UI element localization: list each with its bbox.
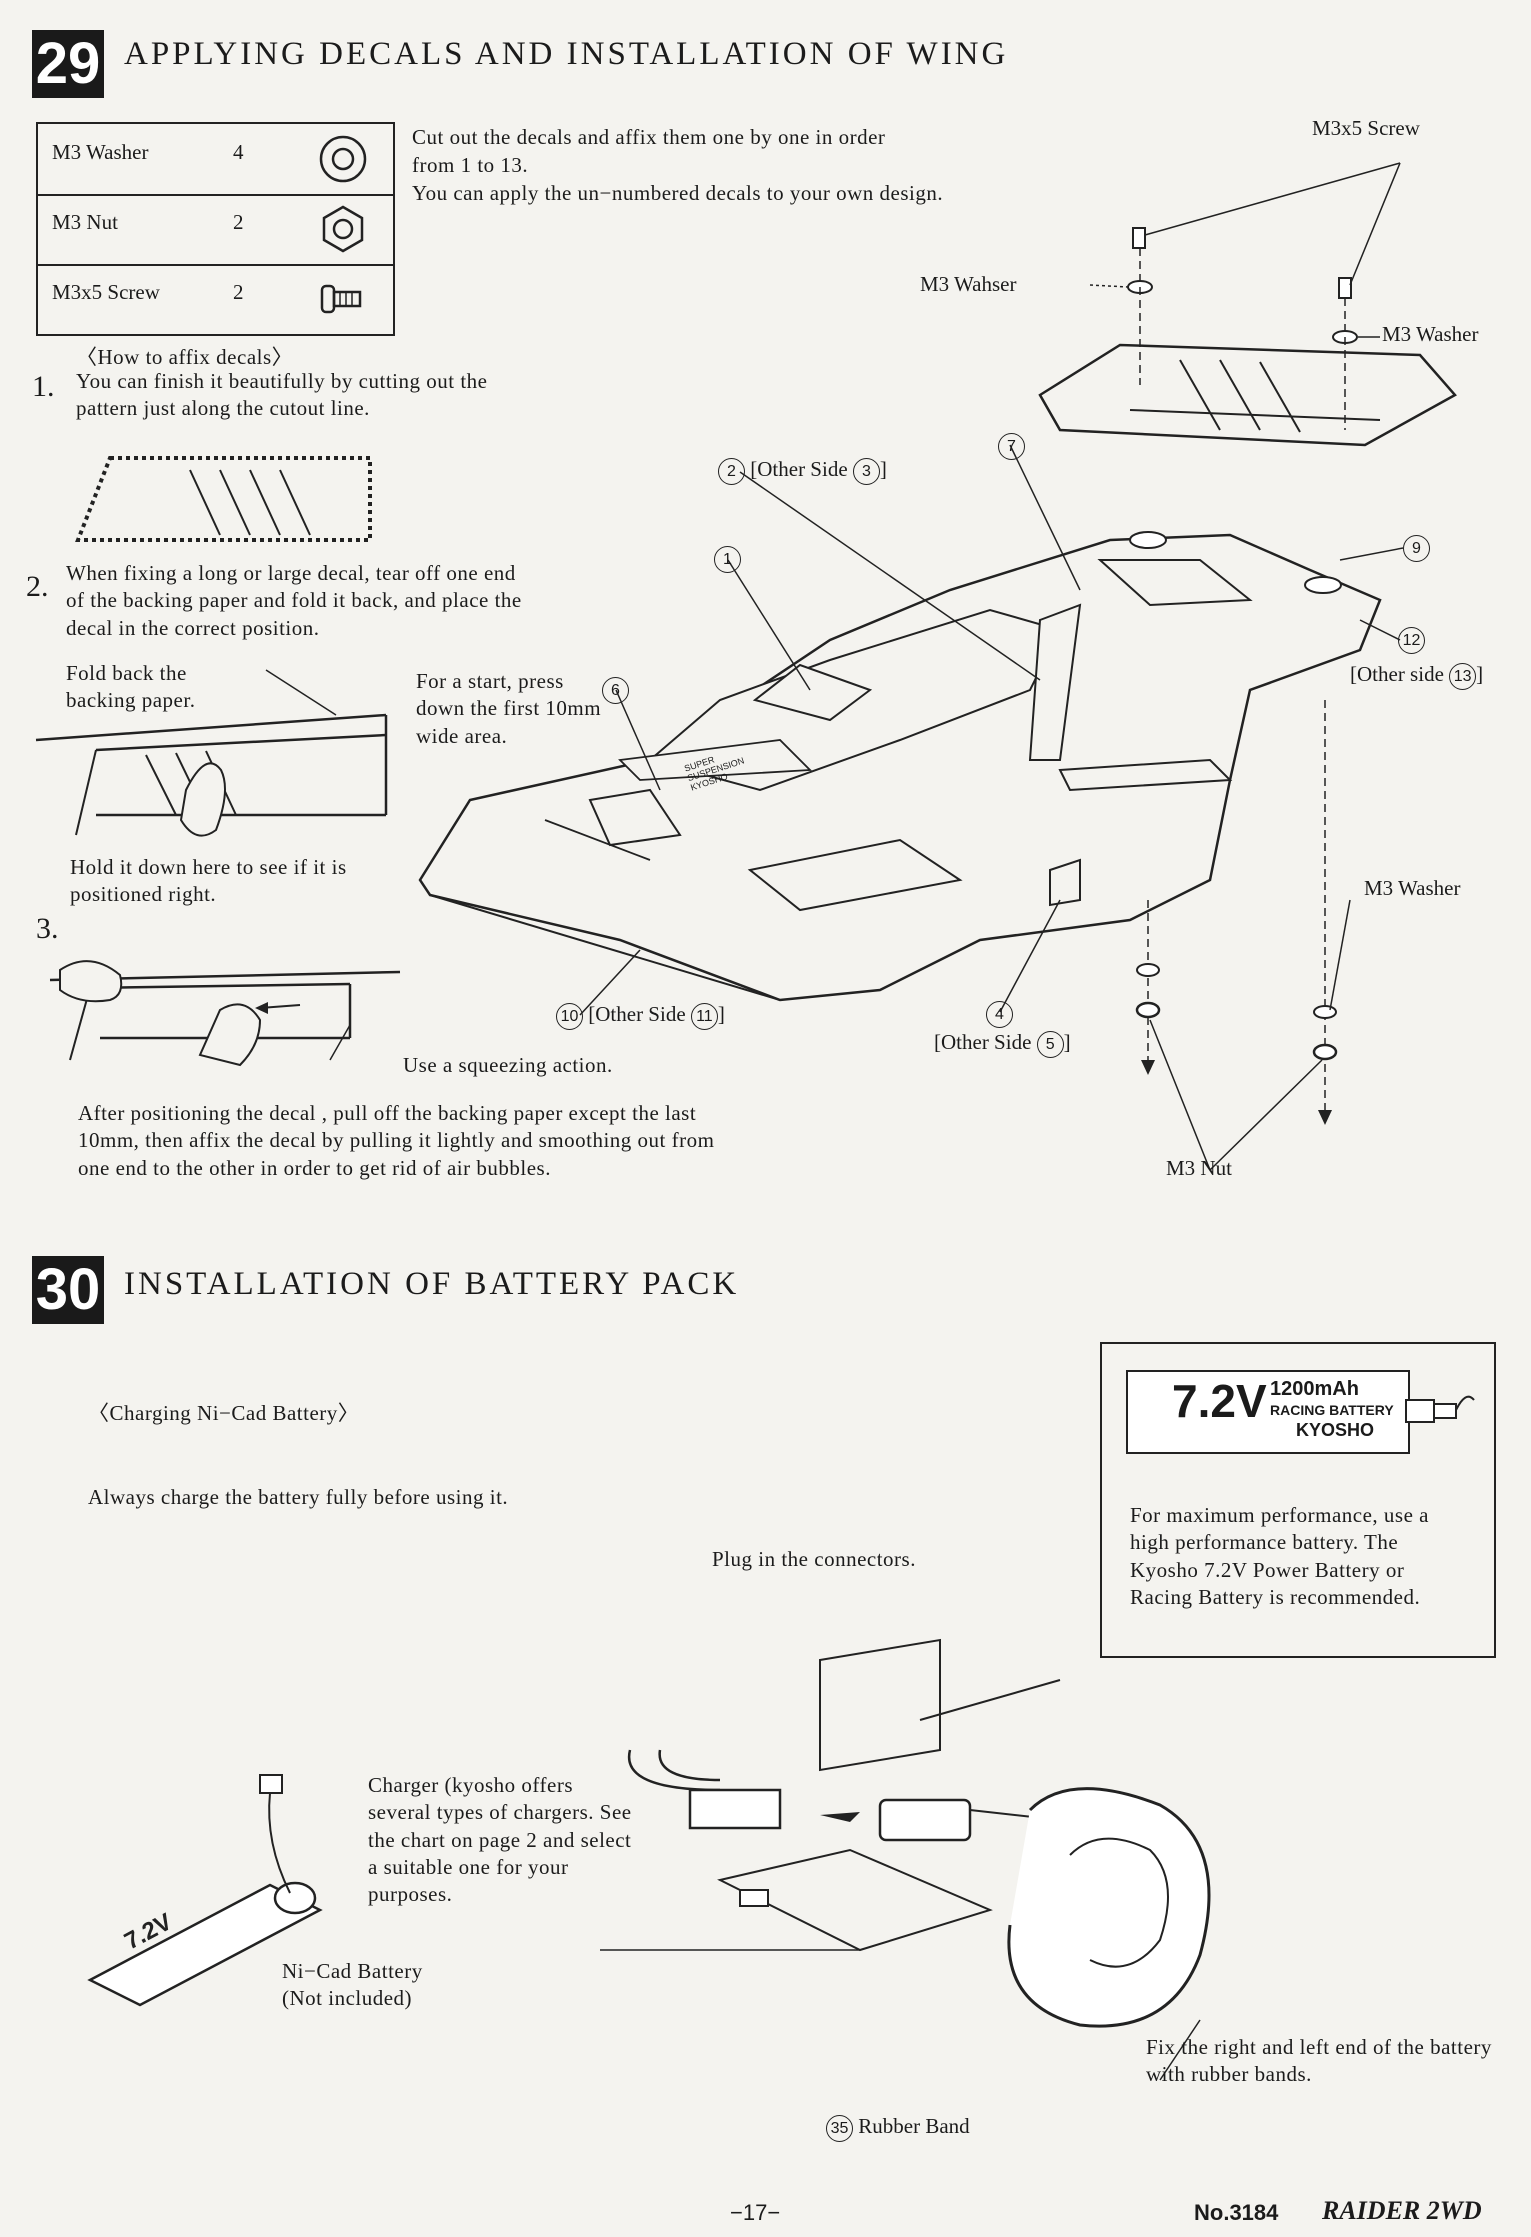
intro-line-1: Cut out the decals and affix them one by…: [412, 125, 886, 149]
part-row-washer: M3 Washer 4: [38, 124, 393, 196]
fold-back-illustration: [35, 669, 388, 837]
battery-label-graphic: 7.2V 1200mAh RACING BATTERY KYOSHO: [1126, 1370, 1410, 1454]
decal-callout-2: 2 [Other Side 3]: [718, 457, 887, 485]
instruction-number-3: 3.: [36, 912, 59, 945]
for-start-note: For a start, press down the first 10mm w…: [416, 669, 602, 748]
label-m3-washer-lower: M3 Washer: [1364, 876, 1461, 900]
squeeze-illustration: [49, 960, 401, 1067]
after-positioning-text: After positioning the decal , pull off t…: [78, 1101, 715, 1180]
battery-capacity-label: 1200mAh: [1270, 1378, 1359, 1400]
part-qty: 4: [233, 140, 244, 164]
decal-callout-4: 4: [986, 1000, 1013, 1028]
recommendation-text: For maximum performance, use a high perf…: [1130, 1503, 1429, 1609]
step-number-30: 30: [32, 1256, 104, 1324]
decal-callout-6: 6: [602, 676, 629, 704]
fold-back-note: Fold back the backing paper.: [66, 661, 196, 713]
decal-callout-12-other: [Other side 13]: [1350, 662, 1483, 690]
charger-note: Charger (kyosho offers several types of …: [368, 1773, 632, 1907]
recommendation-box: [1100, 1342, 1496, 1658]
screw-icon: [318, 274, 368, 330]
parts-box: M3 Washer 4 M3 Nut 2 M3x5 Screw 2: [36, 122, 395, 336]
battery-voltage-label: 7.2V: [1172, 1375, 1267, 1427]
decal-cutout-illustration: [75, 456, 372, 542]
nut-icon: [318, 204, 368, 260]
hold-down-note: Hold it down here to see if it is positi…: [70, 855, 347, 907]
decal-callout-1: 1: [714, 545, 741, 573]
decal-callout-7: 7: [998, 432, 1025, 460]
nicad-note: Ni−Cad Battery (Not included): [282, 1959, 423, 2011]
decal-callout-12: 12: [1398, 626, 1425, 654]
model-number: No.3184: [1194, 2200, 1279, 2225]
part-row-screw: M3x5 Screw 2: [38, 264, 393, 332]
instruction-2-text: When fixing a long or large decal, tear …: [66, 561, 522, 640]
washer-icon: [318, 134, 368, 190]
instruction-1-text: You can finish it beautifully by cutting…: [76, 369, 488, 421]
intro-line-2: from 1 to 13.: [412, 153, 529, 177]
part-qty: 2: [233, 280, 244, 304]
rubber-band-callout: 35 Rubber Band: [826, 2114, 970, 2142]
part-name: M3x5 Screw: [52, 280, 160, 304]
step-number-29: 29: [32, 30, 104, 98]
fix-battery-note: Fix the right and left end of the batter…: [1146, 2035, 1492, 2087]
part-qty: 2: [233, 210, 244, 234]
part-name: M3 Nut: [52, 210, 118, 234]
rubber-band-number: 35: [826, 2114, 853, 2142]
label-m3x5-screw: M3x5 Screw: [1312, 116, 1420, 140]
plug-note: Plug in the connectors.: [712, 1547, 916, 1571]
charge-note: Always charge the battery fully before u…: [88, 1485, 509, 1509]
intro-line-3: You can apply the un−numbered decals to …: [412, 181, 944, 205]
decal-callout-10: 10 [Other Side 11]: [556, 1002, 725, 1030]
model-name: RAIDER 2WD: [1322, 2196, 1482, 2225]
wing-body-assembly-diagram: [418, 162, 1457, 1171]
part-name: M3 Washer: [52, 140, 149, 164]
decal-callout-9: 9: [1403, 534, 1430, 562]
page-number: −17−: [730, 2200, 781, 2225]
battery-brand-label: KYOSHO: [1296, 1420, 1375, 1440]
battery-install-illustration: [600, 1638, 1211, 2081]
battery-connector-icon: [1405, 1395, 1475, 1423]
instruction-number-2: 2.: [26, 570, 49, 603]
charging-heading: 〈Charging Ni−Cad Battery〉: [88, 1401, 360, 1425]
label-m3-nut: M3 Nut: [1166, 1156, 1232, 1180]
rubber-band-label: Rubber Band: [858, 2114, 970, 2138]
label-m3-washer-right: M3 Washer: [1382, 322, 1479, 346]
part-row-nut: M3 Nut 2: [38, 194, 393, 266]
label-m3-washer-left: M3 Wahser: [920, 272, 1017, 296]
decal-callout-4-other: [Other Side 5]: [934, 1030, 1071, 1058]
instruction-number-1: 1.: [32, 370, 55, 403]
squeeze-note: Use a squeezing action.: [403, 1053, 613, 1077]
charger-battery-illustration: 7.2V: [87, 1774, 323, 2007]
battery-type-label: RACING BATTERY: [1270, 1402, 1394, 1418]
step-30-title: INSTALLATION OF BATTERY PACK: [124, 1266, 740, 1302]
how-to-heading: 〈How to affix decals〉: [76, 345, 294, 369]
step-29-title: APPLYING DECALS AND INSTALLATION OF WING: [124, 36, 1009, 72]
